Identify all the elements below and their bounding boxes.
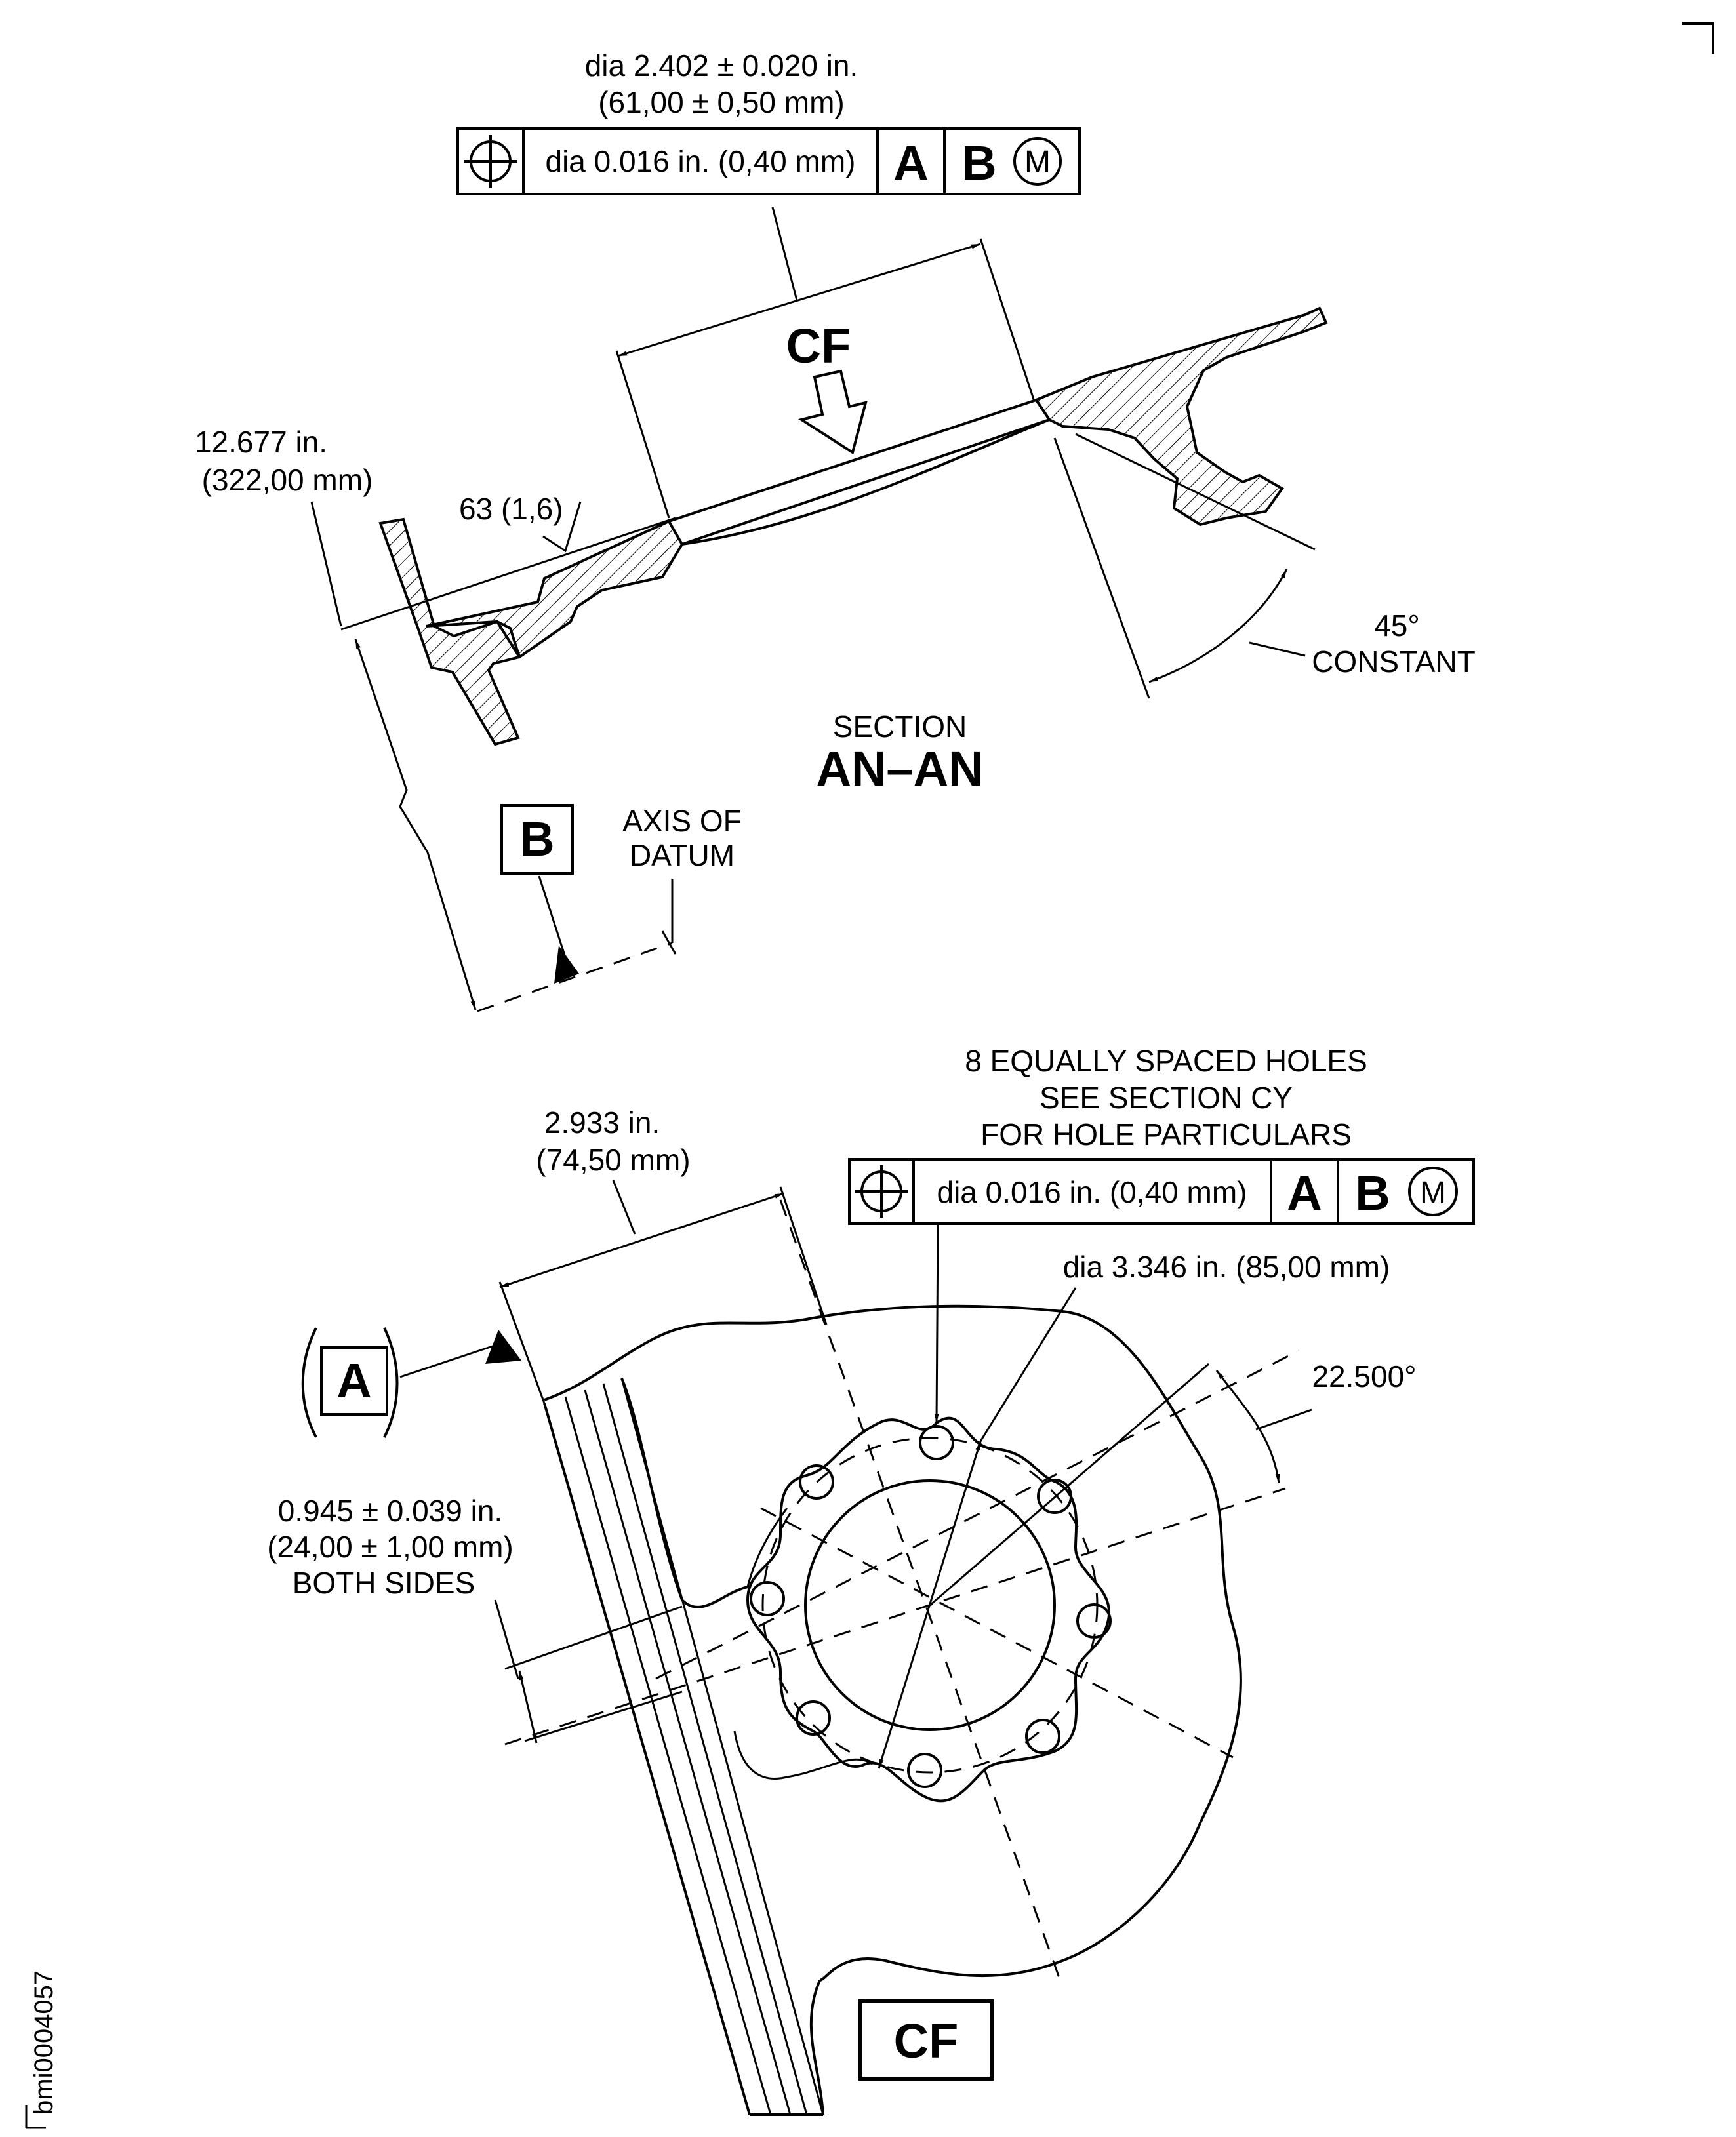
center-web [667,398,1052,546]
upper-fcf-datum-a: A [893,136,928,190]
left-flange-section [378,517,521,746]
datum-a-label: A [336,1353,371,1408]
holes-note-2: SEE SECTION CY [1040,1081,1293,1115]
right-rim-section [1034,306,1328,527]
flange-dim-inch: 0.945 ± 0.039 in. [278,1494,502,1528]
hub-outline [746,1416,1111,1803]
bolt-hole [799,1464,834,1500]
upper-dim-line [617,243,981,357]
horizontal-centerline [504,1487,1286,1746]
datum-b-frame [500,804,574,875]
bolt-holes [750,1425,1112,1788]
view-arrow-icon [798,369,868,455]
width-dim-inch: 2.933 in. [544,1106,660,1140]
upper-dim-inch: dia 2.402 ± 0.020 in. [585,49,858,83]
datum-a-frame [320,1346,388,1416]
mmc-modifier-circle [1408,1167,1458,1216]
corner-mark [1682,22,1714,54]
flange-edge [543,1378,873,2116]
bolt-hole [1025,1719,1060,1754]
holes-note-3: FOR HOLE PARTICULARS [980,1117,1352,1151]
upper-fcf: dia 0.016 in. (0,40 mm) A B M [456,127,1081,195]
angle-22-value: 22.500° [1312,1359,1416,1393]
surface-finish-symbol [542,501,582,553]
datum-a-triangle [485,1330,521,1364]
position-icon [464,135,517,188]
datum-b-triangle [554,946,579,984]
flange-dim-mm: (24,00 ± 1,00 mm) [267,1530,514,1564]
bolt-hole [919,1425,954,1460]
upper-dim-mm: (61,00 ± 0,50 mm) [598,85,845,119]
datum-b-label: B [519,812,554,866]
datum-axis-note-2: DATUM [630,838,735,872]
bolt-hole [907,1753,942,1788]
view-arrow-label: CF [786,319,851,373]
bolt-circle-label: dia 3.346 in. (85,00 mm) [1063,1250,1390,1284]
section-title-small: SECTION [833,709,967,744]
section-title-large: AN–AN [817,742,984,796]
upper-fcf-tolerance: dia 0.016 in. (0,40 mm) [545,144,855,178]
width-dim-line [499,1192,784,1288]
hole-fcf-datum-a: A [1287,1166,1322,1220]
holes-note-1: 8 EQUALLY SPACED HOLES [965,1044,1367,1078]
bolt-circle-dim-line [878,1441,982,1769]
upper-fcf-datum-b: B [961,136,996,190]
surface-finish-value: 63 (1,6) [459,492,563,526]
upper-fcf-modifier: M [1024,145,1051,180]
view-cf: 8 EQUALLY SPACED HOLES SEE SECTION CY FO… [267,1044,1475,2116]
bolt-hole [1037,1479,1072,1514]
datum-axis-line [477,942,673,1012]
angle-45-value: 45° [1374,609,1420,643]
section-an-an: dia 2.402 ± 0.020 in. (61,00 ± 0,50 mm) … [195,49,1476,1012]
bolt-hole [1076,1603,1112,1639]
body-outline [544,1304,1242,1982]
width-dim-mm: (74,50 mm) [536,1143,690,1177]
datum-axis-note-1: AXIS OF [622,804,741,838]
angle-45-arc [1148,569,1288,683]
bolt-hole [750,1581,785,1616]
left-dim-inch: 12.677 in. [195,425,327,459]
mmc-modifier-circle [1013,137,1062,186]
hole-fcf: dia 0.016 in. (0,40 mm) A B M [848,1158,1475,1225]
figure-id: bmi0004057 [30,1970,58,2115]
bolt-hole [796,1700,831,1736]
angle-22-arc [1215,1370,1280,1484]
left-dim-mm: (322,00 mm) [202,463,373,497]
left-hub-section [426,519,684,659]
hole-fcf-modifier: M [1420,1176,1446,1210]
hole-fcf-tolerance: dia 0.016 in. (0,40 mm) [937,1175,1247,1209]
flange-dim-line [518,1670,538,1744]
hole-fcf-datum-b: B [1355,1166,1390,1220]
view-cf-frame [858,1999,994,2081]
angle-45-note: CONSTANT [1312,645,1476,679]
left-dim-line [354,639,477,1010]
view-cf-label: CF [894,2014,959,2068]
position-icon [855,1165,908,1218]
flange-dim-note: BOTH SIDES [293,1566,475,1600]
